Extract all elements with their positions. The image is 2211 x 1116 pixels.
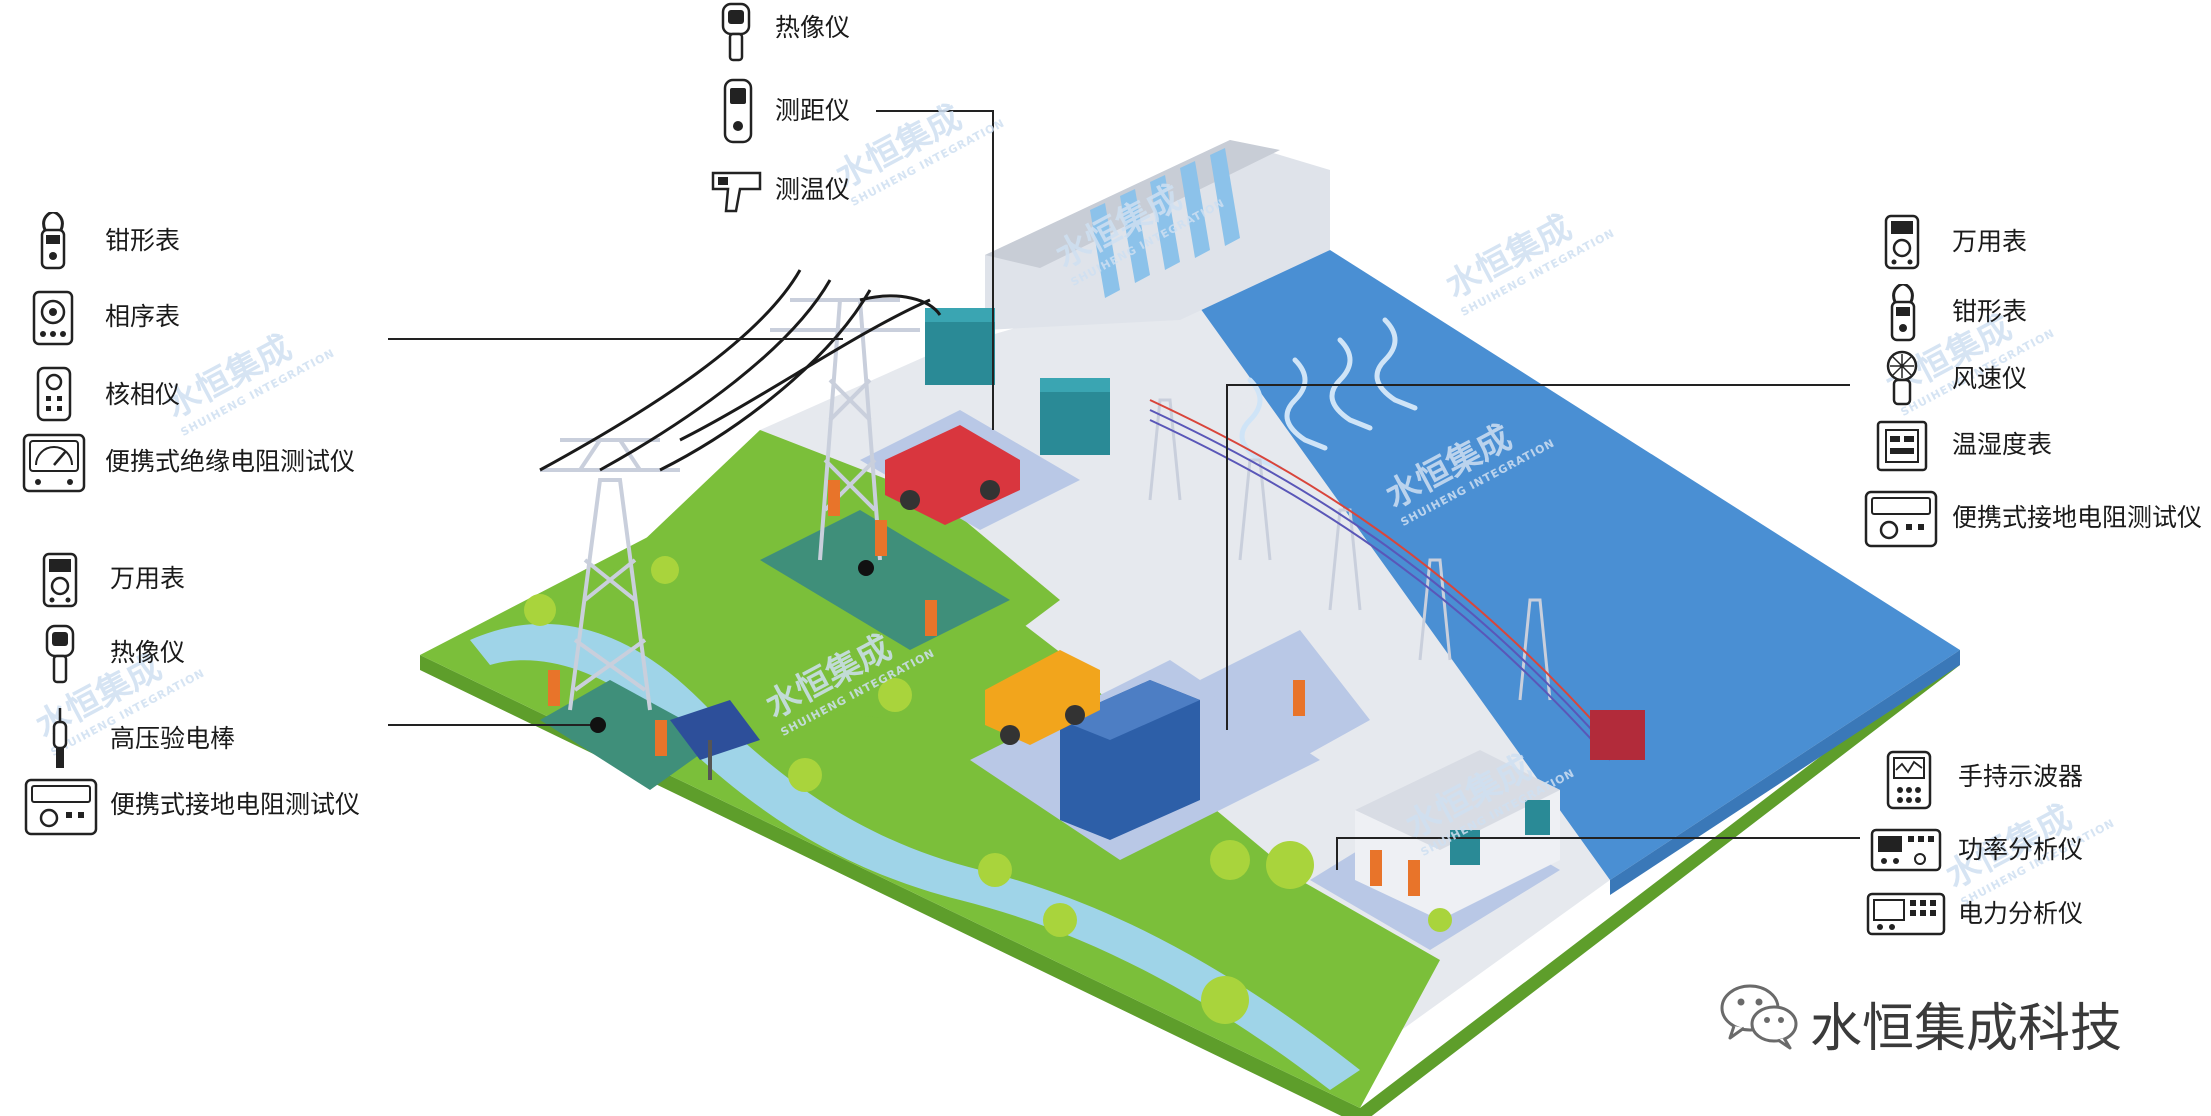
tower-mid	[770, 298, 920, 561]
pad-control	[1200, 630, 1370, 770]
workers	[548, 480, 1420, 896]
transmission-wires	[1149, 399, 1611, 761]
transformer-top-left	[925, 308, 995, 385]
callout-dot-left	[590, 717, 606, 733]
thermal-imager-icon	[721, 2, 751, 62]
clamp-meter-icon	[1890, 284, 1916, 342]
brand-name: 水恒集成科技	[1810, 999, 2123, 1059]
transformer-right	[1590, 710, 1645, 760]
left-upper-item-label: 相序表	[105, 302, 181, 331]
substation-building	[1060, 680, 1200, 840]
left-lower-item-label: 便携式接地电阻测试仪	[110, 790, 361, 819]
left-lower-item-label: 高压验电棒	[110, 724, 236, 753]
multimeter-icon	[42, 552, 78, 608]
rangefinder-icon	[723, 78, 753, 144]
phase-checker-icon	[36, 366, 72, 422]
earth-tester-icon	[1864, 490, 1938, 548]
right-upper-item-label: 风速仪	[1952, 364, 2028, 393]
earth-tester-icon	[24, 778, 98, 836]
phase-sequence-meter-icon	[32, 290, 74, 346]
voltage-detector-icon	[52, 708, 68, 768]
right-lower-item-label: 功率分析仪	[1958, 835, 2084, 864]
left-upper-item-label: 便携式绝缘电阻测试仪	[105, 447, 356, 476]
pad-tower-left	[540, 680, 720, 790]
dam-wall	[985, 140, 1330, 330]
left-lower-item-label: 热像仪	[110, 638, 186, 667]
left-upper-item-label: 核相仪	[105, 380, 181, 409]
reservoir-edge	[1610, 650, 1960, 895]
tower-row	[1148, 398, 1552, 701]
callout-lines	[388, 110, 1860, 870]
top-item-label: 热像仪	[775, 13, 851, 42]
spillway-channels	[1090, 148, 1240, 298]
power-quality-analyzer-icon	[1866, 892, 1946, 936]
anemometer-icon	[1886, 350, 1918, 406]
transformer-top-right	[1040, 378, 1110, 455]
insulation-tester-icon	[22, 433, 86, 493]
left-upper-item-label: 钳形表	[105, 226, 181, 255]
thermo-hygrometer-icon	[1876, 420, 1928, 472]
power-lines	[539, 269, 942, 472]
water-flow-arrows	[1239, 317, 1418, 471]
multimeter-icon	[1884, 214, 1920, 270]
right-upper-item-label: 便携式接地电阻测试仪	[1952, 503, 2203, 532]
top-item-label: 测距仪	[775, 96, 851, 125]
power-analyzer-icon	[1870, 828, 1942, 872]
red-truck	[885, 425, 1020, 525]
trees	[524, 556, 1452, 1024]
handheld-oscilloscope-icon	[1886, 750, 1932, 810]
wechat-icon	[1720, 984, 1798, 1050]
control-building	[1355, 750, 1560, 920]
right-lower-item-label: 手持示波器	[1958, 762, 2084, 791]
right-upper-item-label: 钳形表	[1952, 297, 2028, 326]
left-lower-item-label: 万用表	[110, 564, 186, 593]
right-upper-item-label: 温湿度表	[1952, 430, 2053, 459]
solar-panel	[670, 700, 760, 780]
yellow-van	[985, 650, 1100, 745]
thermal-imager-icon	[45, 624, 75, 684]
infrared-thermometer-icon	[711, 171, 762, 213]
right-upper-item-label: 万用表	[1952, 227, 2028, 256]
top-item-label: 测温仪	[775, 175, 851, 204]
reservoir	[1140, 250, 1960, 880]
tower-left	[540, 438, 680, 711]
right-lower-item-label: 电力分析仪	[1958, 899, 2084, 928]
callout-dot-tower	[858, 560, 874, 576]
clamp-meter-icon	[40, 212, 66, 270]
